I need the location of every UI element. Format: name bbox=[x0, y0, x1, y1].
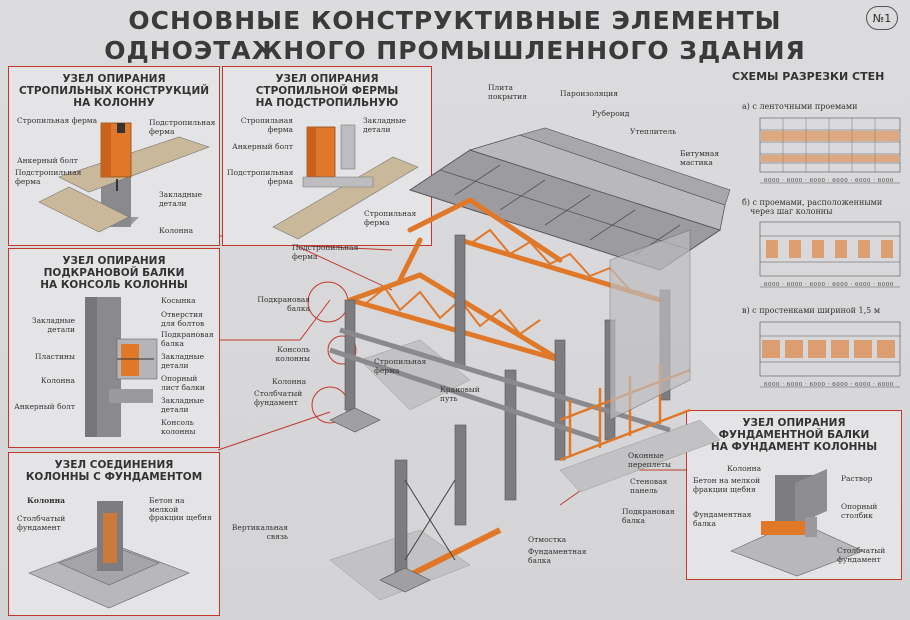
panel-title-line: УЗЕЛ ОПИРАНИЯ bbox=[62, 73, 166, 85]
label-sub-rafter-truss: Подстропильная ферма bbox=[227, 168, 294, 186]
label-column-foundation: Стол­бчатый фундамент bbox=[17, 514, 66, 532]
panel-title: УЗЕЛ ОПИРАНИЯ СТРОПИЛЬНОЙ ФЕРМЫ НА ПОДСТ… bbox=[223, 73, 431, 109]
label-embedded-parts: Закладные детали bbox=[159, 190, 203, 208]
label-fine-gravel-concrete: Бетон на мелкой фракции щебня bbox=[149, 496, 212, 522]
label-rafter-truss: Стропильная ферма bbox=[364, 209, 417, 227]
label-bitumen-mastic: Битумная мастика bbox=[680, 149, 720, 167]
panel-title-line: СТРОПИЛЬНЫХ КОНСТРУКЦИЙ bbox=[18, 85, 210, 97]
panel-title: УЗЕЛ СОЕДИНЕНИЯ КОЛОННЫ С ФУНДАМЕНТОМ bbox=[9, 459, 219, 483]
crane-beam-drawing bbox=[85, 297, 158, 437]
label-wall-panel: Стеновая панель bbox=[630, 477, 668, 495]
scheme-a-dimensions: 6000 · 6000 · 6000 · 6000 · 6000 · 6000 bbox=[764, 178, 894, 184]
label-crane-beam: Подкрановая балка bbox=[257, 295, 310, 313]
label-column-foundation: Столбчатый фундамент bbox=[837, 546, 886, 564]
label-embedded-parts-3: Закладные детали bbox=[161, 396, 205, 414]
label-foundation-beam: Фундаментная балка bbox=[693, 510, 752, 528]
label-gusset: Косынка bbox=[161, 296, 196, 305]
label-sub-rafter-truss: Подстропильная ферма bbox=[292, 243, 359, 261]
label-column-foundation: Столбчатый фундамент bbox=[254, 389, 303, 407]
label-column: Колонна bbox=[40, 376, 75, 385]
label-bolt-holes: Отверстия для болтов bbox=[161, 310, 205, 328]
label-crane-beam: Подкрановая балка bbox=[161, 330, 214, 348]
panel-column-foundation-joint: УЗЕЛ СОЕДИНЕНИЯ КОЛОННЫ С ФУНДАМЕНТОМ Ко… bbox=[8, 452, 220, 616]
panel-title-line: УЗЕЛ ОПИРАНИЯ bbox=[275, 73, 379, 85]
label-column: Колонна bbox=[159, 226, 194, 235]
foundation-beam-drawing bbox=[730, 469, 864, 577]
label-rafter-truss-2: Стропильная ферма bbox=[374, 357, 427, 375]
label-fine-gravel-concrete: Бетон на мелкой фракции щебня bbox=[693, 476, 761, 494]
column-foundation-drawing bbox=[28, 501, 190, 609]
label-crane-track: Крановый путь bbox=[440, 385, 480, 403]
panel-title-line: УЗЕЛ ОПИРАНИЯ bbox=[62, 255, 166, 267]
schemes-title: СХЕМЫ РАЗРЕЗКИ СТЕН bbox=[732, 70, 885, 83]
panel-title-line: КОЛОННЫ С ФУНДАМЕНТОМ bbox=[25, 471, 203, 483]
label-column: Колонна bbox=[272, 377, 307, 386]
panel-title-line: НА КОНСОЛЬ КОЛОННЫ bbox=[40, 279, 188, 291]
label-insulation: Утеплитель bbox=[630, 127, 677, 136]
rafter-support-drawing bbox=[38, 122, 210, 233]
label-window-frames: Оконные переплеты bbox=[628, 451, 671, 469]
panel-title: УЗЕЛ ОПИРАНИЯ ПОДКРАНОВОЙ БАЛКИ НА КОНСО… bbox=[9, 255, 219, 291]
label-mortar: Раствор bbox=[841, 474, 873, 483]
panel-foundation-beam-support: УЗЕЛ ОПИРАНИЯ ФУНДАМЕНТНОЙ БАЛКИ НА ФУНД… bbox=[686, 410, 902, 580]
label-embedded-parts: Закладные детали bbox=[363, 116, 407, 134]
label-roofing-felt: Рубероид bbox=[592, 109, 630, 118]
label-anchor-bolt: Анкерный болт bbox=[14, 402, 75, 411]
panel-rafter-support-on-column: УЗЕЛ ОПИРАНИЯ СТРОПИЛЬНЫХ КОНСТРУКЦИЙ НА… bbox=[8, 66, 220, 246]
label-roof-slab: Плита покрытия bbox=[488, 83, 527, 101]
panel-title-line: НА КОЛОННУ bbox=[73, 97, 155, 109]
panel-title-line: ФУНДАМЕНТНОЙ БАЛКИ bbox=[718, 429, 870, 441]
scheme-b-caption: б) с проемами, расположенными через шаг … bbox=[742, 198, 882, 216]
label-vapor-barrier: Пароизоляция bbox=[560, 89, 618, 98]
panel-rafter-on-sub-rafter: УЗЕЛ ОПИРАНИЯ СТРОПИЛЬНОЙ ФЕРМЫ НА ПОДСТ… bbox=[222, 66, 432, 246]
page-title-line2: ОДНОЭТАЖНОГО ПРОМЫШЛЕННОГО ЗДАНИЯ bbox=[104, 36, 806, 65]
label-embedded-parts: Закладные детали bbox=[31, 316, 75, 334]
panel-title-line: ПОДКРАНОВОЙ БАЛКИ bbox=[43, 267, 185, 279]
panel-crane-beam-on-console: УЗЕЛ ОПИРАНИЯ ПОДКРАНОВОЙ БАЛКИ НА КОНСО… bbox=[8, 248, 220, 448]
scheme-v-caption: в) с простенками шириной 1,5 м bbox=[742, 306, 881, 315]
label-sub-rafter-truss-2: Подстропильная ферма bbox=[15, 168, 82, 186]
label-plates: Пластины bbox=[34, 352, 75, 361]
label-sub-rafter-truss: Подстропильная ферма bbox=[149, 118, 216, 136]
panel-title: УЗЕЛ ОПИРАНИЯ СТРОПИЛЬНЫХ КОНСТРУКЦИЙ НА… bbox=[9, 73, 219, 109]
label-beam-bearing-plate: Опорный лист балки bbox=[161, 374, 205, 392]
sheet-number-badge: №1 bbox=[866, 6, 898, 30]
scheme-b-caption-line: через шаг колонны bbox=[750, 207, 833, 216]
label-rafter-truss: Стропильная ферма bbox=[17, 116, 98, 125]
label-vertical-bracing: Вертикальная связь bbox=[231, 523, 288, 541]
scheme-b-dimensions: 6000 · 6000 · 6000 · 6000 · 6000 · 6000 bbox=[764, 282, 894, 288]
label-column: Колонна bbox=[27, 496, 65, 505]
scheme-v-dimensions: 6000 · 6000 · 6000 · 6000 · 6000 · 6000 bbox=[764, 382, 894, 388]
rafter-on-sub-rafter-drawing bbox=[272, 124, 419, 240]
label-column: Колонна bbox=[727, 464, 762, 473]
scheme-b-caption-line: б) с проемами, расположенными bbox=[742, 198, 883, 207]
page-title-line1: ОСНОВНЫЕ КОНСТРУКТИВНЫЕ ЭЛЕМЕНТЫ bbox=[128, 6, 782, 35]
label-crane-beam-2: Подкрановая балка bbox=[622, 507, 675, 525]
scheme-a-caption: а) с ленточными проемами bbox=[742, 102, 858, 111]
label-rafter-truss: Стропильная ферма bbox=[240, 116, 293, 134]
label-column-console: Консоль колонны bbox=[161, 418, 196, 436]
label-embedded-parts-2: Закладные детали bbox=[161, 352, 205, 370]
panel-title: УЗЕЛ ОПИРАНИЯ ФУНДАМЕНТНОЙ БАЛКИ НА ФУНД… bbox=[687, 417, 901, 453]
panel-title-line: СТРОПИЛЬНОЙ ФЕРМЫ bbox=[255, 85, 399, 97]
panel-title-line: НА ПОДСТРОПИЛЬНУЮ bbox=[255, 97, 399, 109]
panel-title-line: УЗЕЛ ОПИРАНИЯ bbox=[742, 417, 846, 429]
label-blind-area: Отмостка bbox=[528, 535, 567, 544]
label-anchor-bolt: Анкерный болт bbox=[17, 156, 78, 165]
label-anchor-bolt: Анкерный болт bbox=[232, 142, 293, 151]
panel-title-line: УЗЕЛ СОЕДИНЕНИЯ bbox=[54, 459, 174, 471]
label-column-console: Консоль колонны bbox=[275, 345, 310, 363]
panel-title-line: НА ФУНДАМЕНТ КОЛОННЫ bbox=[710, 441, 878, 453]
label-support-post: Опорный столбик bbox=[841, 502, 878, 520]
label-foundation-beam: Фундаментная балка bbox=[528, 547, 587, 565]
